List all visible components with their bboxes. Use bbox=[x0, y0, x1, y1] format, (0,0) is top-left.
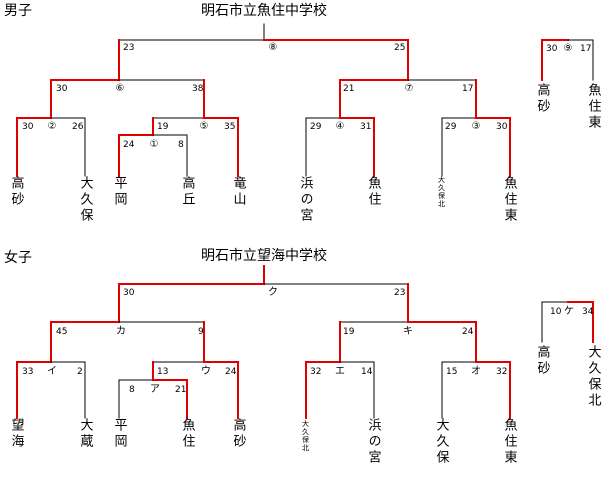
girls-side-team-okubokita: 大久保北 bbox=[585, 345, 601, 409]
boys-r3-left-score: 24 bbox=[123, 140, 135, 150]
boys-r3-game-number: ① bbox=[149, 139, 159, 150]
boys-side-right-score: 17 bbox=[580, 44, 592, 54]
boys-semi-right-left-score: 21 bbox=[343, 84, 355, 94]
girls-r4-right-score: 14 bbox=[361, 367, 373, 377]
girls-team-boukai: 望海 bbox=[8, 418, 24, 450]
girls-team-takasago: 高砂 bbox=[230, 418, 246, 450]
girls-team-uozumihigashi: 魚住東 bbox=[501, 418, 517, 466]
girls-r2-game-number: ウ bbox=[201, 366, 211, 377]
girls-section-label: 女子 bbox=[4, 250, 32, 266]
boys-semi-left-right-score: 38 bbox=[192, 84, 204, 94]
girls-r5-right-score: 32 bbox=[496, 367, 508, 377]
boys-semi-right-right-score: 17 bbox=[462, 84, 474, 94]
boys-r5-left-score: 29 bbox=[445, 122, 457, 132]
boys-venue-title: 明石市立魚住中学校 bbox=[201, 3, 327, 19]
girls-semi-right-right-score: 24 bbox=[462, 327, 474, 337]
girls-team-okubokita: 大久保北 bbox=[301, 420, 310, 452]
boys-r2-game-number: ⑤ bbox=[199, 121, 209, 132]
boys-side-game-number: ⑨ bbox=[563, 43, 573, 54]
boys-r3-right-score: 8 bbox=[178, 140, 184, 150]
boys-semi-right-game-number: ⑦ bbox=[404, 83, 414, 94]
girls-r2-right-score: 24 bbox=[225, 367, 237, 377]
girls-top-game-number: ク bbox=[268, 287, 278, 298]
boys-team-hiraoka: 平岡 bbox=[111, 176, 127, 208]
girls-r3-left-score: 8 bbox=[129, 385, 135, 395]
boys-team-takasago: 高砂 bbox=[8, 176, 24, 208]
girls-r5-game-number: オ bbox=[471, 366, 481, 377]
boys-top-game-number: ⑧ bbox=[268, 42, 278, 53]
boys-top-left-score: 23 bbox=[123, 43, 135, 53]
boys-team-takaoka: 高丘 bbox=[179, 176, 195, 208]
girls-r4-game-number: エ bbox=[335, 366, 345, 377]
boys-team-okubo: 大久保 bbox=[77, 176, 93, 224]
boys-r2-right-score: 35 bbox=[224, 122, 236, 132]
girls-r2-left-score: 13 bbox=[157, 367, 169, 377]
boys-side-left-score: 30 bbox=[546, 44, 558, 54]
girls-semi-right-game-number: キ bbox=[403, 326, 413, 337]
boys-team-uozumihigashi: 魚住東 bbox=[501, 176, 517, 224]
boys-r4-game-number: ④ bbox=[335, 121, 345, 132]
girls-semi-left-left-score: 45 bbox=[56, 327, 68, 337]
boys-r5-game-number: ③ bbox=[471, 121, 481, 132]
girls-venue-title: 明石市立望海中学校 bbox=[201, 248, 327, 264]
girls-team-hamanomiya: 浜の宮 bbox=[365, 418, 381, 466]
boys-side-team-uozumihigashi: 魚住東 bbox=[585, 83, 601, 131]
boys-r1-right-score: 26 bbox=[72, 122, 84, 132]
girls-semi-left-right-score: 9 bbox=[198, 327, 204, 337]
boys-team-tatsuyama: 竜山 bbox=[230, 176, 246, 208]
girls-side-game-number: ケ bbox=[564, 306, 574, 317]
girls-r5-left-score: 15 bbox=[446, 367, 458, 377]
girls-top-left-score: 30 bbox=[123, 288, 135, 298]
girls-team-hiraoka: 平岡 bbox=[111, 418, 127, 450]
girls-team-uozumi: 魚住 bbox=[179, 418, 195, 450]
boys-team-okubokita: 大久保北 bbox=[437, 176, 446, 208]
girls-r1-game-number: イ bbox=[47, 366, 57, 377]
boys-r1-left-score: 30 bbox=[22, 122, 34, 132]
boys-r5-right-score: 30 bbox=[496, 122, 508, 132]
girls-team-okubo: 大久保 bbox=[433, 418, 449, 466]
girls-semi-right-left-score: 19 bbox=[343, 327, 355, 337]
boys-team-uozumi: 魚住 bbox=[365, 176, 381, 208]
boys-section-label: 男子 bbox=[4, 3, 32, 19]
girls-r1-right-score: 2 bbox=[77, 367, 83, 377]
boys-r4-left-score: 29 bbox=[310, 122, 322, 132]
girls-side-left-score: 10 bbox=[550, 307, 562, 317]
girls-side-team-takasago: 高砂 bbox=[534, 345, 550, 377]
girls-team-okura: 大蔵 bbox=[77, 418, 93, 450]
girls-r3-game-number: ア bbox=[150, 384, 160, 395]
boys-side-team-takasago: 高砂 bbox=[534, 83, 550, 115]
boys-top-right-score: 25 bbox=[394, 43, 406, 53]
girls-top-right-score: 23 bbox=[394, 288, 406, 298]
girls-r3-right-score: 21 bbox=[175, 385, 187, 395]
girls-r1-left-score: 33 bbox=[22, 367, 34, 377]
boys-semi-left-left-score: 30 bbox=[56, 84, 68, 94]
boys-r2-left-score: 19 bbox=[157, 122, 169, 132]
boys-team-hamanomiya: 浜の宮 bbox=[297, 176, 313, 224]
girls-semi-left-game-number: カ bbox=[116, 326, 126, 337]
boys-semi-left-game-number: ⑥ bbox=[115, 83, 125, 94]
boys-r1-game-number: ② bbox=[47, 121, 57, 132]
girls-r4-left-score: 32 bbox=[310, 367, 322, 377]
boys-r4-right-score: 31 bbox=[360, 122, 372, 132]
girls-side-right-score: 34 bbox=[582, 307, 594, 317]
